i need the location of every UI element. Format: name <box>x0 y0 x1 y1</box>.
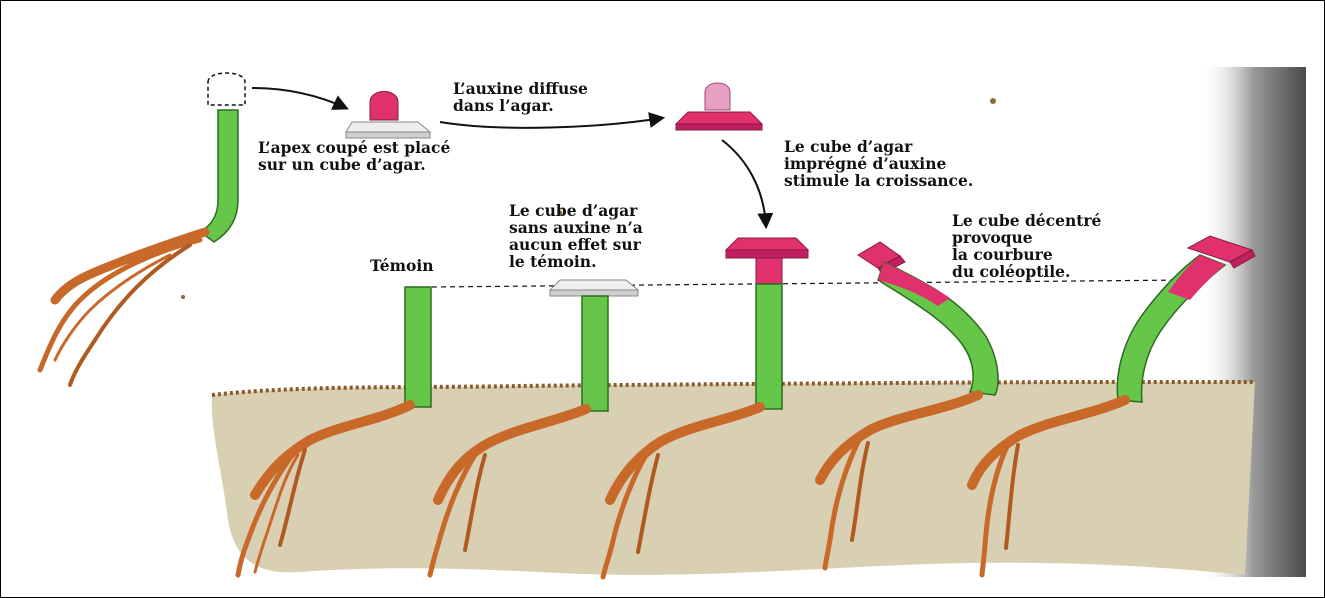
label-diffuse: L’auxine diffuse dans l’agar. <box>453 80 588 114</box>
speck <box>990 98 996 104</box>
reference-height-line <box>432 280 1185 287</box>
label-cube-impregne: Le cube d’agar imprégné d’auxine stimule… <box>784 138 973 189</box>
label-apex: L’apex coupé est placé sur un cube d’aga… <box>258 139 450 173</box>
cut-plant <box>40 73 245 385</box>
agar-with-apex <box>346 92 430 139</box>
arrow-to-growth <box>722 140 766 226</box>
label-cube-sans: Le cube d’agar sans auxine n’a aucun eff… <box>509 202 643 270</box>
arrow-diffusion <box>440 118 662 128</box>
label-temoin: Témoin <box>370 257 434 274</box>
arrow-apex-to-agar <box>252 88 346 108</box>
agar-impregnated <box>676 83 762 130</box>
label-decentre: Le cube décentré provoque la courbure du… <box>952 212 1101 280</box>
speck <box>181 295 185 299</box>
